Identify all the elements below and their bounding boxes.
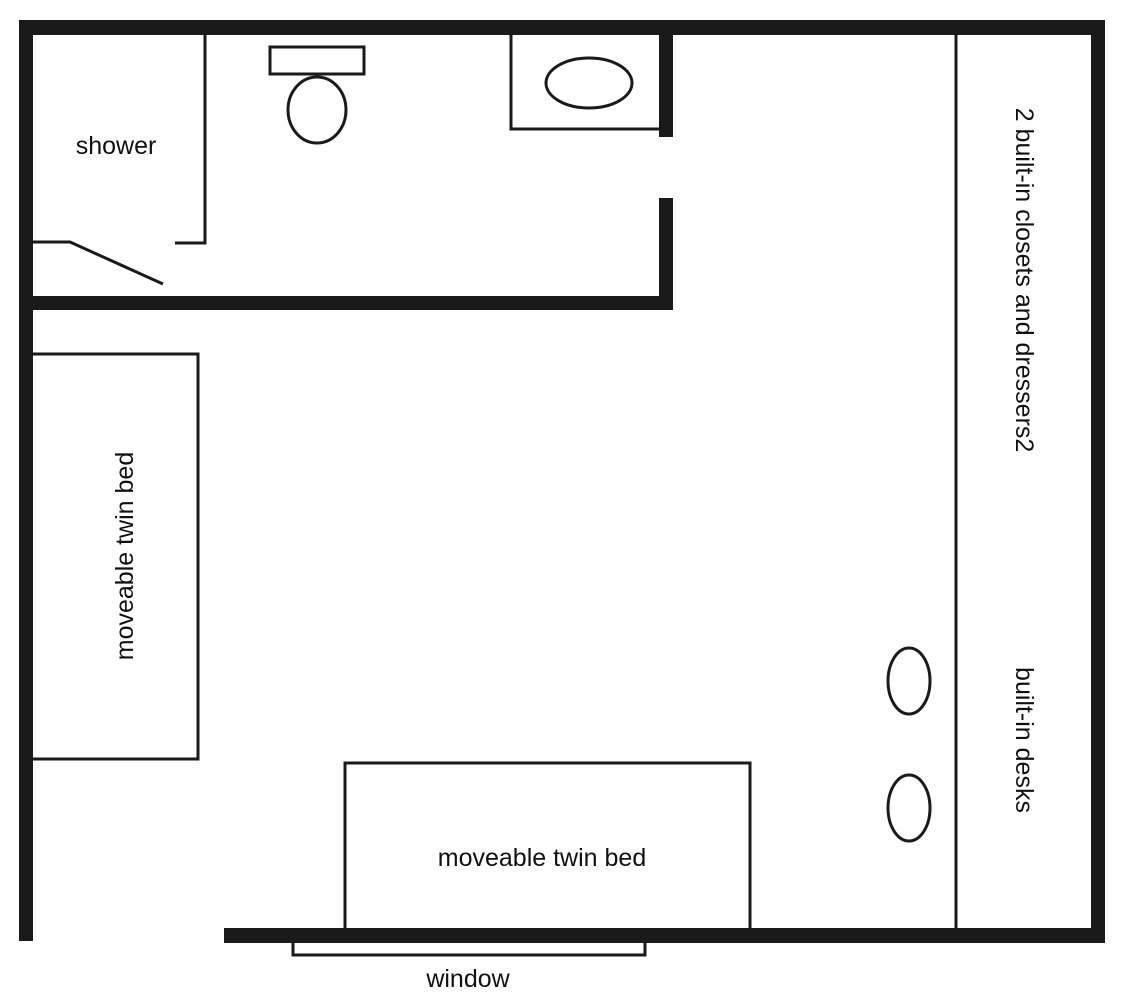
shower-door bbox=[33, 240, 164, 286]
sink-basin bbox=[544, 56, 634, 110]
shower-label: shower bbox=[76, 132, 157, 160]
bed-left bbox=[33, 352, 200, 761]
shower-partition bbox=[175, 35, 207, 245]
window-label: window bbox=[425, 965, 510, 993]
window bbox=[291, 943, 647, 957]
toilet-tank bbox=[268, 45, 366, 76]
bed-bottom-label: moveable twin bed bbox=[438, 844, 646, 872]
bathroom-right-wall-lower bbox=[659, 198, 673, 310]
desks-label: built-in desks bbox=[1010, 667, 1038, 813]
bathroom-right-wall-upper bbox=[659, 33, 673, 137]
top-wall bbox=[19, 20, 1105, 35]
bathroom-bottom-wall bbox=[19, 296, 673, 310]
bed-bottom bbox=[343, 761, 752, 928]
toilet-bowl bbox=[286, 75, 348, 145]
closets-label: 2 built-in closets and dressers2 bbox=[1010, 108, 1038, 453]
bed-left-label: moveable twin bed bbox=[111, 452, 139, 660]
desk-chair bbox=[886, 646, 932, 716]
bottom-wall bbox=[224, 928, 1105, 943]
desk-chair bbox=[886, 773, 932, 843]
sink-counter bbox=[509, 35, 660, 131]
left-wall bbox=[19, 20, 33, 941]
right-wall bbox=[1091, 20, 1105, 943]
